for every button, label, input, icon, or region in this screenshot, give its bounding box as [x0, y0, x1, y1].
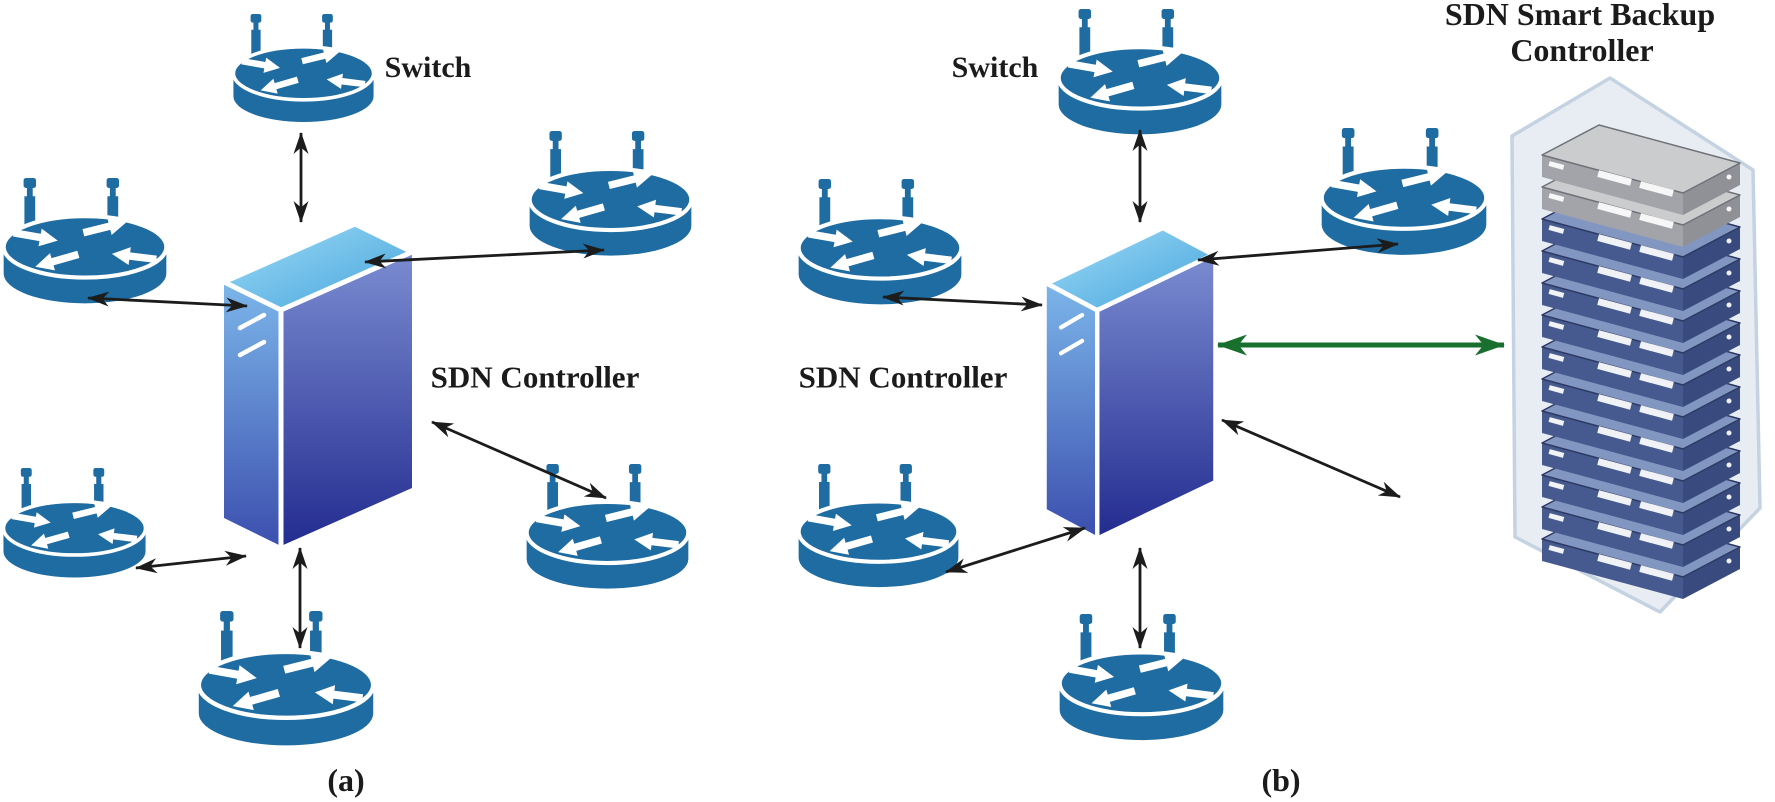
link-arrow [135, 550, 247, 574]
switch-label-a: Switch [384, 51, 472, 84]
switch-icon [1322, 128, 1487, 255]
caption-a: (a) [327, 762, 365, 798]
backup-title-line1: SDN Smart Backup [1444, 0, 1716, 32]
switch-label-b: Switch [951, 51, 1039, 84]
switch-icon [799, 464, 959, 587]
switch-icon [1060, 614, 1224, 740]
controller-label-a: SDN Controller [430, 359, 640, 395]
link-arrow [431, 420, 607, 500]
sdn-controller-icon [224, 224, 412, 546]
switch-icon [799, 179, 962, 304]
link-arrow [87, 291, 248, 313]
sdn-controller-icon [1047, 228, 1213, 536]
switch-icon [199, 611, 373, 745]
switch-icon [4, 178, 167, 303]
backup-title-line2: Controller [1510, 32, 1654, 68]
switch-icon [530, 131, 692, 256]
link-arrow [1221, 418, 1401, 499]
link-arrow [882, 290, 1043, 312]
caption-b: (b) [1261, 762, 1301, 798]
switch-icon [527, 464, 689, 589]
link-arrow [1197, 238, 1399, 266]
controller-label-b: SDN Controller [798, 359, 1008, 395]
switch-icon [1, 466, 148, 580]
switch-icon [1059, 9, 1222, 134]
switch-icon [231, 12, 376, 124]
link-arrow [945, 526, 1086, 574]
link-arrow [364, 243, 605, 269]
